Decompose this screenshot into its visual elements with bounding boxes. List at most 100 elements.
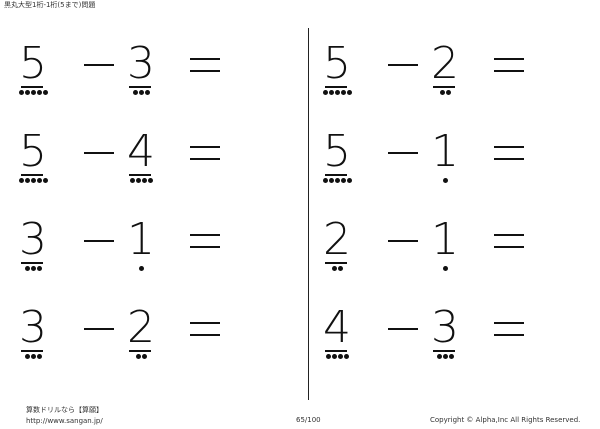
count-dot: [448, 354, 454, 359]
minus-sign: [84, 328, 114, 330]
minuend-dots: [325, 354, 366, 362]
count-dot: [135, 178, 141, 183]
count-dot: [445, 90, 451, 95]
minuend-underline: [21, 86, 43, 88]
equals-sign: [494, 58, 524, 74]
subtrahend: 4: [126, 126, 156, 196]
minuend-underline: [325, 174, 347, 176]
subtrahend-dots: [442, 178, 483, 186]
count-dot: [322, 178, 328, 183]
subtrahend: 2: [126, 302, 156, 372]
subtrahend-digit: 1: [431, 214, 459, 265]
count-dot: [328, 90, 334, 95]
count-dot: [42, 178, 48, 183]
subtrahend: 1: [430, 126, 460, 196]
count-dot: [325, 354, 331, 359]
minus-sign: [388, 328, 418, 330]
equals-bar-top: [190, 58, 220, 60]
count-dot: [42, 90, 48, 95]
count-dot: [30, 266, 36, 271]
copyright: Copyright © Alpha,Inc All Rights Reserve…: [430, 416, 581, 424]
equals-sign: [190, 146, 220, 162]
minuend-digit: 5: [323, 126, 351, 177]
minuend-underline: [21, 350, 43, 352]
subtrahend-digit: 2: [431, 38, 459, 89]
count-dot: [18, 178, 24, 183]
subtrahend-underline: [433, 350, 455, 352]
count-dot: [129, 178, 135, 183]
equals-sign: [494, 234, 524, 250]
count-dot: [436, 354, 442, 359]
subtrahend: 3: [430, 302, 460, 372]
column-divider: [308, 28, 309, 400]
minuend-digit: 5: [19, 38, 47, 89]
count-dot: [24, 266, 30, 271]
count-dot: [328, 178, 334, 183]
count-dot: [442, 266, 448, 271]
count-dot: [30, 354, 36, 359]
minuend: 5: [322, 126, 352, 196]
count-dot: [36, 178, 42, 183]
count-dot: [346, 90, 352, 95]
minuend-dots: [331, 266, 372, 274]
equals-bar-top: [190, 146, 220, 148]
count-dot: [141, 178, 147, 183]
count-dot: [36, 266, 42, 271]
count-dot: [138, 90, 144, 95]
subtrahend-digit: 2: [127, 302, 155, 353]
minuend-digit: 5: [19, 126, 47, 177]
minuend: 5: [322, 38, 352, 108]
minuend-digit: 4: [323, 302, 351, 353]
equals-bar-top: [494, 234, 524, 236]
worksheet-title: 黒丸大型1桁-1桁(5まで)問題: [4, 1, 96, 9]
minuend-underline: [325, 86, 347, 88]
subtrahend-digit: 4: [127, 126, 155, 177]
count-dot: [337, 354, 343, 359]
minus-sign: [84, 240, 114, 242]
subtrahend-dots: [442, 266, 483, 274]
count-dot: [334, 90, 340, 95]
count-dot: [24, 354, 30, 359]
minuend-dots: [322, 90, 363, 98]
minuend-digit: 5: [323, 38, 351, 89]
count-dot: [36, 90, 42, 95]
subtrahend-digit: 3: [431, 302, 459, 353]
minuend: 5: [18, 38, 48, 108]
subtrahend-digit: 1: [127, 214, 155, 265]
subtrahend-underline: [433, 86, 455, 88]
count-dot: [30, 90, 36, 95]
count-dot: [144, 90, 150, 95]
subtrahend-underline: [129, 86, 151, 88]
count-dot: [442, 178, 448, 183]
footer-brand-block: 算数ドリルなら【算願】 http://www.sangan.jp/: [26, 405, 103, 427]
minus-sign: [388, 240, 418, 242]
count-dot: [340, 90, 346, 95]
minus-sign: [84, 64, 114, 66]
count-dot: [343, 354, 349, 359]
equals-bar-top: [494, 146, 524, 148]
equals-sign: [190, 58, 220, 74]
count-dot: [340, 178, 346, 183]
count-dot: [30, 178, 36, 183]
equals-bar-bottom: [190, 246, 220, 248]
minus-sign: [388, 64, 418, 66]
minuend-dots: [24, 354, 65, 362]
count-dot: [322, 90, 328, 95]
subtrahend-dots: [436, 354, 477, 362]
count-dot: [132, 90, 138, 95]
subtrahend-underline: [129, 350, 151, 352]
count-dot: [337, 266, 343, 271]
equals-bar-top: [494, 58, 524, 60]
minuend-underline: [325, 262, 347, 264]
equals-sign: [494, 146, 524, 162]
footer-url[interactable]: http://www.sangan.jp/: [26, 417, 103, 425]
subtrahend-dots: [135, 354, 176, 362]
equals-bar-bottom: [494, 70, 524, 72]
minuend: 4: [322, 302, 352, 372]
